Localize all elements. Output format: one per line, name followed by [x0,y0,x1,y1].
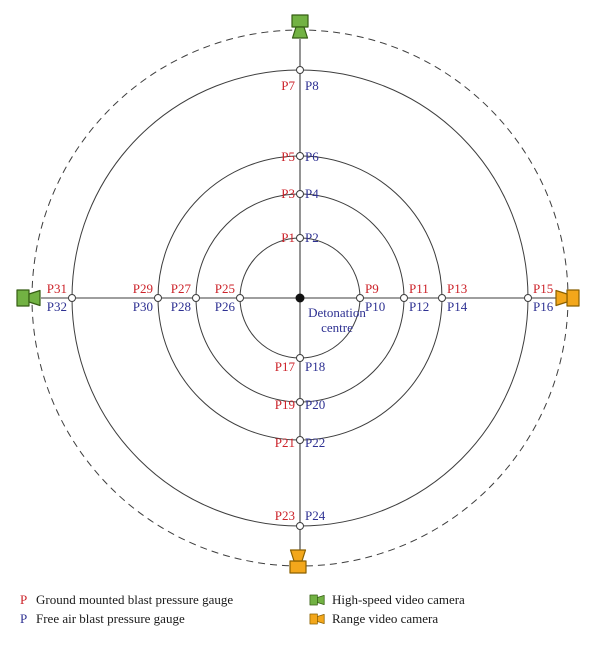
marker-p31-p32 [68,294,76,302]
marker-p7-p8 [296,66,304,74]
marker-p25-p26 [236,294,244,302]
detonation-centre-label-line1: Detonation [308,305,366,320]
horizontal-gauge-labels: P31 P32 P29 P30 P27 P28 P25 P26 P9 P10 P… [47,281,554,314]
label-p23: P23 [275,508,295,523]
label-p22: P22 [305,435,325,450]
detonation-centre-dot [295,293,305,303]
label-p12: P12 [409,299,429,314]
marker-p17-p18 [296,354,304,362]
label-p32: P32 [47,299,67,314]
label-p27: P27 [171,281,192,296]
label-p16: P16 [533,299,554,314]
legend-range-label: Range video camera [332,611,438,626]
marker-p5-p6 [296,152,304,160]
high-speed-camera-top-icon [291,14,309,39]
legend-highspeed-label: High-speed video camera [332,592,465,607]
legend-free-symbol: P [20,611,27,626]
label-p18: P18 [305,359,325,374]
range-camera-right-icon [555,289,580,307]
label-p21: P21 [275,435,295,450]
marker-p23-p24 [296,522,304,530]
vertical-gauge-labels: P7 P8 P5 P6 P3 P4 P1 P2 P17 P18 P19 P20 … [275,78,326,523]
marker-p1-p2 [296,234,304,242]
label-p2: P2 [305,230,319,245]
marker-p21-p22 [296,436,304,444]
marker-p11-p12 [400,294,408,302]
marker-p13-p14 [438,294,446,302]
range-camera-bottom-icon [289,549,307,574]
marker-p19-p20 [296,398,304,406]
label-p11: P11 [409,281,429,296]
label-p1: P1 [281,230,295,245]
marker-p27-p28 [192,294,200,302]
label-p19: P19 [275,397,295,412]
label-p5: P5 [281,149,295,164]
range-camera-legend-icon [309,613,325,625]
label-p24: P24 [305,508,326,523]
label-p20: P20 [305,397,325,412]
label-p15: P15 [533,281,553,296]
label-p10: P10 [365,299,385,314]
gauge-markers [68,66,532,530]
marker-p3-p4 [296,190,304,198]
label-p26: P26 [215,299,236,314]
high-speed-camera-legend-icon [309,594,325,606]
marker-p9-p10 [356,294,364,302]
label-p30: P30 [133,299,153,314]
label-p17: P17 [275,359,296,374]
label-p25: P25 [215,281,235,296]
detonation-centre-label-line2: centre [321,320,353,335]
label-p31: P31 [47,281,67,296]
label-p4: P4 [305,186,319,201]
label-p8: P8 [305,78,319,93]
label-p6: P6 [305,149,319,164]
high-speed-camera-left-icon [16,289,41,307]
label-p7: P7 [281,78,295,93]
marker-p29-p30 [154,294,162,302]
legend-ground-label: Ground mounted blast pressure gauge [36,592,233,607]
marker-p15-p16 [524,294,532,302]
label-p3: P3 [281,186,295,201]
label-p14: P14 [447,299,468,314]
label-p29: P29 [133,281,153,296]
label-p28: P28 [171,299,191,314]
label-p13: P13 [447,281,467,296]
legend-ground-symbol: P [20,592,27,607]
legend-free-label: Free air blast pressure gauge [36,611,185,626]
legend: P Ground mounted blast pressure gauge P … [20,592,465,626]
label-p9: P9 [365,281,379,296]
